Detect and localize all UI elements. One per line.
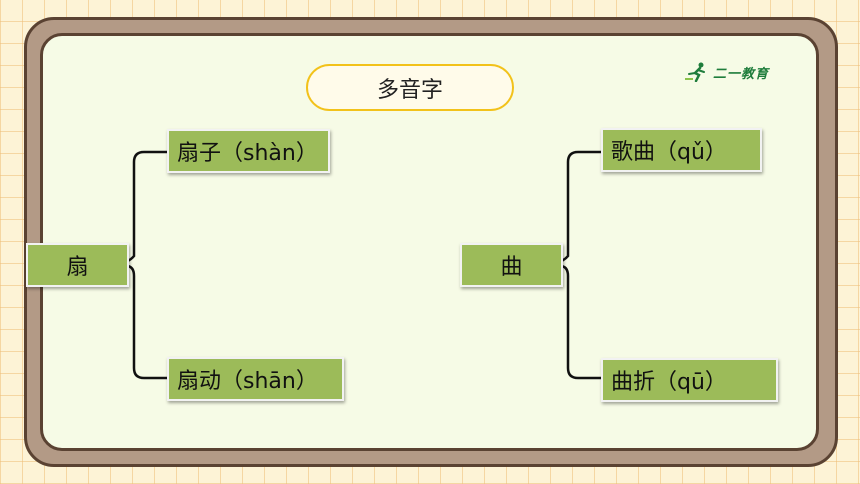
root-node-qu: 曲 bbox=[460, 243, 563, 287]
logo: 二一教育 bbox=[684, 62, 769, 82]
leaf-node-shanzi: 扇子（shàn） bbox=[167, 129, 330, 173]
runner-icon bbox=[685, 62, 705, 82]
leaf-node-shandong: 扇动（shān） bbox=[167, 357, 344, 401]
slide-title: 多音字 bbox=[306, 64, 514, 111]
logo-text: 二一教育 bbox=[713, 66, 770, 82]
leaf-node-quzhe: 曲折（qū） bbox=[601, 358, 778, 402]
leaf-node-gequ: 歌曲（qǔ） bbox=[601, 128, 762, 172]
root-node-shan: 扇 bbox=[26, 243, 129, 287]
